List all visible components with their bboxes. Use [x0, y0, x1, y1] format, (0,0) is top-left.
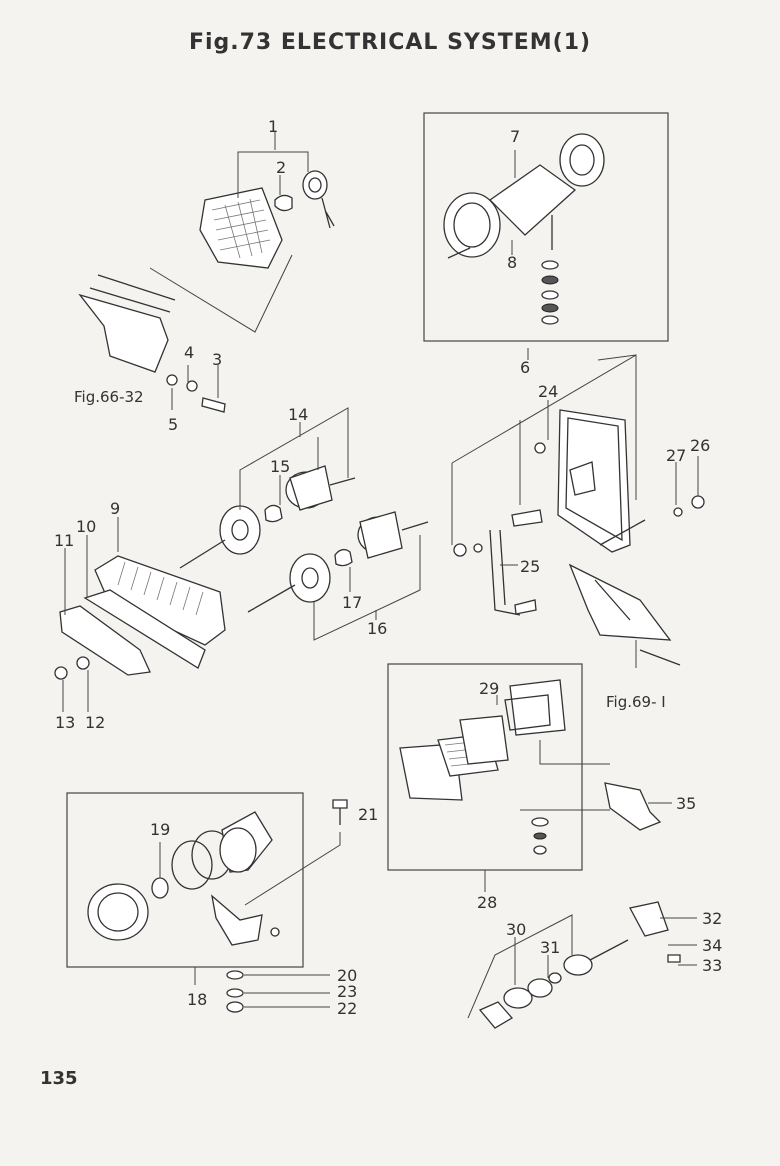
callout-30: 30	[506, 920, 526, 939]
leader-3-4-5	[171, 365, 219, 410]
callout-11: 11	[54, 531, 74, 550]
callout-8: 8	[507, 253, 517, 272]
callout-14: 14	[288, 405, 308, 424]
callout-7: 7	[510, 127, 520, 146]
rear-lamp-assembly	[443, 133, 605, 325]
leader-29-35	[496, 695, 610, 811]
head-lamp-assembly	[87, 799, 348, 1013]
leader-24	[519, 400, 549, 505]
mirror-assembly	[453, 409, 705, 666]
callout-9: 9	[110, 499, 120, 518]
tail-light-assembly	[54, 555, 226, 680]
callout-25: 25	[520, 557, 540, 576]
callout-1: 1	[268, 117, 278, 136]
callout-3: 3	[212, 350, 222, 369]
callout-33: 33	[702, 956, 722, 975]
callout-20: 20	[337, 966, 357, 985]
callout-28: 28	[477, 893, 497, 912]
callout-5: 5	[168, 415, 178, 434]
callout-19: 19	[150, 820, 170, 839]
leader-26-27	[675, 456, 699, 505]
leader-2	[274, 132, 281, 195]
ref-fig69-1: Fig.69- I	[606, 693, 666, 711]
leader-12-13	[62, 670, 89, 712]
callout-4: 4	[184, 343, 194, 362]
callout-26: 26	[690, 436, 710, 455]
side-lamp-assembly	[478, 901, 681, 1029]
leader-30-31	[514, 937, 549, 985]
license-lamp-assembly	[399, 679, 662, 855]
callout-6: 6	[520, 358, 530, 377]
callout-27: 27	[666, 446, 686, 465]
callout-13: 13	[55, 713, 75, 732]
callout-21: 21	[358, 805, 378, 824]
callout-22: 22	[337, 999, 357, 1018]
callout-12: 12	[85, 713, 105, 732]
callout-16: 16	[367, 619, 387, 638]
assembly-box-18	[66, 792, 304, 968]
ref-fig66-32: Fig.66-32	[74, 388, 144, 406]
turn-signal-assembly	[179, 465, 429, 613]
callout-31: 31	[540, 938, 560, 957]
leader-30-group	[467, 914, 573, 1019]
callout-23: 23	[337, 982, 357, 1001]
callout-32: 32	[702, 909, 722, 928]
callout-35: 35	[676, 794, 696, 813]
leader-10-11	[64, 535, 88, 615]
leader-20-22-23	[244, 974, 330, 1008]
leader-1	[237, 151, 309, 198]
leader-lamp-bracket	[149, 254, 293, 333]
assembly-box-6	[423, 112, 669, 342]
leader-7-8	[511, 150, 516, 255]
callout-15: 15	[270, 457, 290, 476]
leader-6-group	[451, 348, 637, 545]
leader-14	[239, 407, 349, 510]
callout-17: 17	[342, 593, 362, 612]
page-title: Fig.73 ELECTRICAL SYSTEM(1)	[188, 30, 592, 55]
callout-2: 2	[276, 158, 286, 177]
leader-21	[244, 832, 341, 906]
page-number: 135	[40, 1068, 78, 1089]
callout-18: 18	[187, 990, 207, 1009]
callout-29: 29	[479, 679, 499, 698]
callout-34: 34	[702, 936, 722, 955]
leader-16	[313, 535, 421, 641]
callout-24: 24	[538, 382, 558, 401]
leader-32-33-34	[660, 917, 697, 966]
leader-15	[279, 437, 319, 505]
callout-10: 10	[76, 517, 96, 536]
work-lamp-assembly	[78, 170, 335, 413]
